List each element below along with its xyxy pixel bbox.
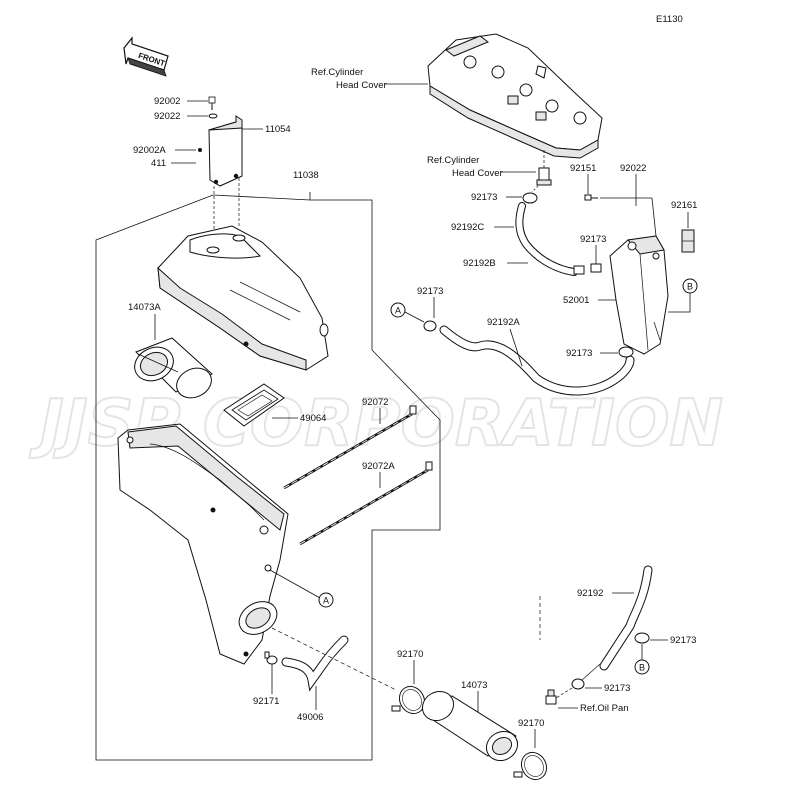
hose-92192A bbox=[439, 325, 635, 396]
hose-joint-icon bbox=[573, 265, 585, 275]
ref-cylinder-head-cover-1a: Ref.Cylinder bbox=[311, 67, 363, 78]
hose-92192 bbox=[599, 565, 653, 671]
bracket-11054 bbox=[198, 115, 243, 232]
label-92170-top: 92170 bbox=[397, 649, 423, 660]
label-92192A: 92192A bbox=[487, 317, 520, 328]
label-11038: 11038 bbox=[293, 170, 319, 181]
air-duct-14073 bbox=[421, 690, 519, 762]
front-arrow-icon: FRONT bbox=[123, 36, 169, 77]
hose-92192C bbox=[515, 202, 578, 276]
marker-b-top-label: B bbox=[687, 282, 693, 292]
marker-a-right-label: A bbox=[395, 306, 401, 316]
marker-a-left-label: A bbox=[323, 596, 329, 606]
clamp-92173-left bbox=[423, 320, 437, 332]
label-11054: 11054 bbox=[265, 124, 291, 135]
label-92192C: 92192C bbox=[451, 222, 484, 233]
clamp-92173-right bbox=[634, 632, 650, 644]
label-92022-left: 92022 bbox=[154, 111, 180, 122]
marker-b-bottom-label: B bbox=[639, 663, 645, 673]
label-92161: 92161 bbox=[671, 200, 697, 211]
label-92173-oilpan: 92173 bbox=[604, 683, 630, 694]
label-52001: 52001 bbox=[563, 295, 589, 306]
cable-tie-92072A bbox=[299, 461, 433, 546]
label-92002A: 92002A bbox=[133, 145, 166, 156]
label-92173-mid: 92173 bbox=[580, 234, 606, 245]
label-92022-right: 92022 bbox=[620, 163, 646, 174]
label-92173-low: 92173 bbox=[566, 348, 592, 359]
label-411: 411 bbox=[151, 158, 166, 169]
ref-cylinder-head-cover-2b: Head Cover bbox=[452, 168, 503, 179]
separator-52001 bbox=[609, 235, 669, 355]
label-92173-right: 92173 bbox=[670, 635, 696, 646]
air-filter-14073A bbox=[134, 337, 213, 399]
label-92171: 92171 bbox=[253, 696, 279, 707]
marker-b-bottom bbox=[634, 659, 650, 675]
washer-icon bbox=[208, 113, 218, 119]
label-92192: 92192 bbox=[577, 588, 603, 599]
ref-cylinder-head-cover-1b: Head Cover bbox=[336, 80, 387, 91]
clamp-92173-mid bbox=[590, 263, 602, 273]
marker-a-right bbox=[390, 302, 406, 318]
label-92173-left: 92173 bbox=[417, 286, 443, 297]
gasket-49064 bbox=[223, 383, 285, 427]
assembly-outline bbox=[95, 194, 441, 761]
cylinder-head-cover bbox=[427, 33, 603, 159]
label-92173-top: 92173 bbox=[471, 192, 497, 203]
label-92192B: 92192B bbox=[463, 258, 496, 269]
ref-cylinder-head-cover-2a: Ref.Cylinder bbox=[427, 155, 479, 166]
diagram-code: E1130 bbox=[656, 14, 683, 25]
label-14073: 14073 bbox=[461, 680, 487, 691]
hose-clamp-92170-bottom bbox=[513, 751, 548, 781]
oil-pan-fitting-icon bbox=[545, 689, 557, 705]
ref-oil-pan: Ref.Oil Pan bbox=[580, 703, 629, 714]
clamp-92173-low bbox=[618, 346, 634, 358]
fitting-icon bbox=[536, 167, 552, 186]
label-92151: 92151 bbox=[570, 163, 596, 174]
label-92072A: 92072A bbox=[362, 461, 395, 472]
marker-a-left bbox=[318, 592, 334, 608]
clamp-92173-oilpan bbox=[571, 678, 585, 690]
cable-tie-92072 bbox=[283, 405, 417, 490]
screw-icon bbox=[584, 194, 598, 201]
label-92072: 92072 bbox=[362, 397, 388, 408]
label-49064: 49064 bbox=[300, 413, 326, 424]
hose-49006 bbox=[281, 635, 349, 692]
airbox-case bbox=[117, 423, 289, 665]
label-49006: 49006 bbox=[297, 712, 323, 723]
hose-clamp-92170-top bbox=[391, 685, 426, 715]
label-92002: 92002 bbox=[154, 96, 180, 107]
label-92170-bottom: 92170 bbox=[518, 718, 544, 729]
clamp-92171 bbox=[264, 651, 278, 665]
clamp-92173-top bbox=[522, 192, 538, 204]
label-14073A: 14073A bbox=[128, 302, 161, 313]
bolt-icon bbox=[208, 96, 216, 110]
airbox-cover bbox=[157, 225, 329, 371]
